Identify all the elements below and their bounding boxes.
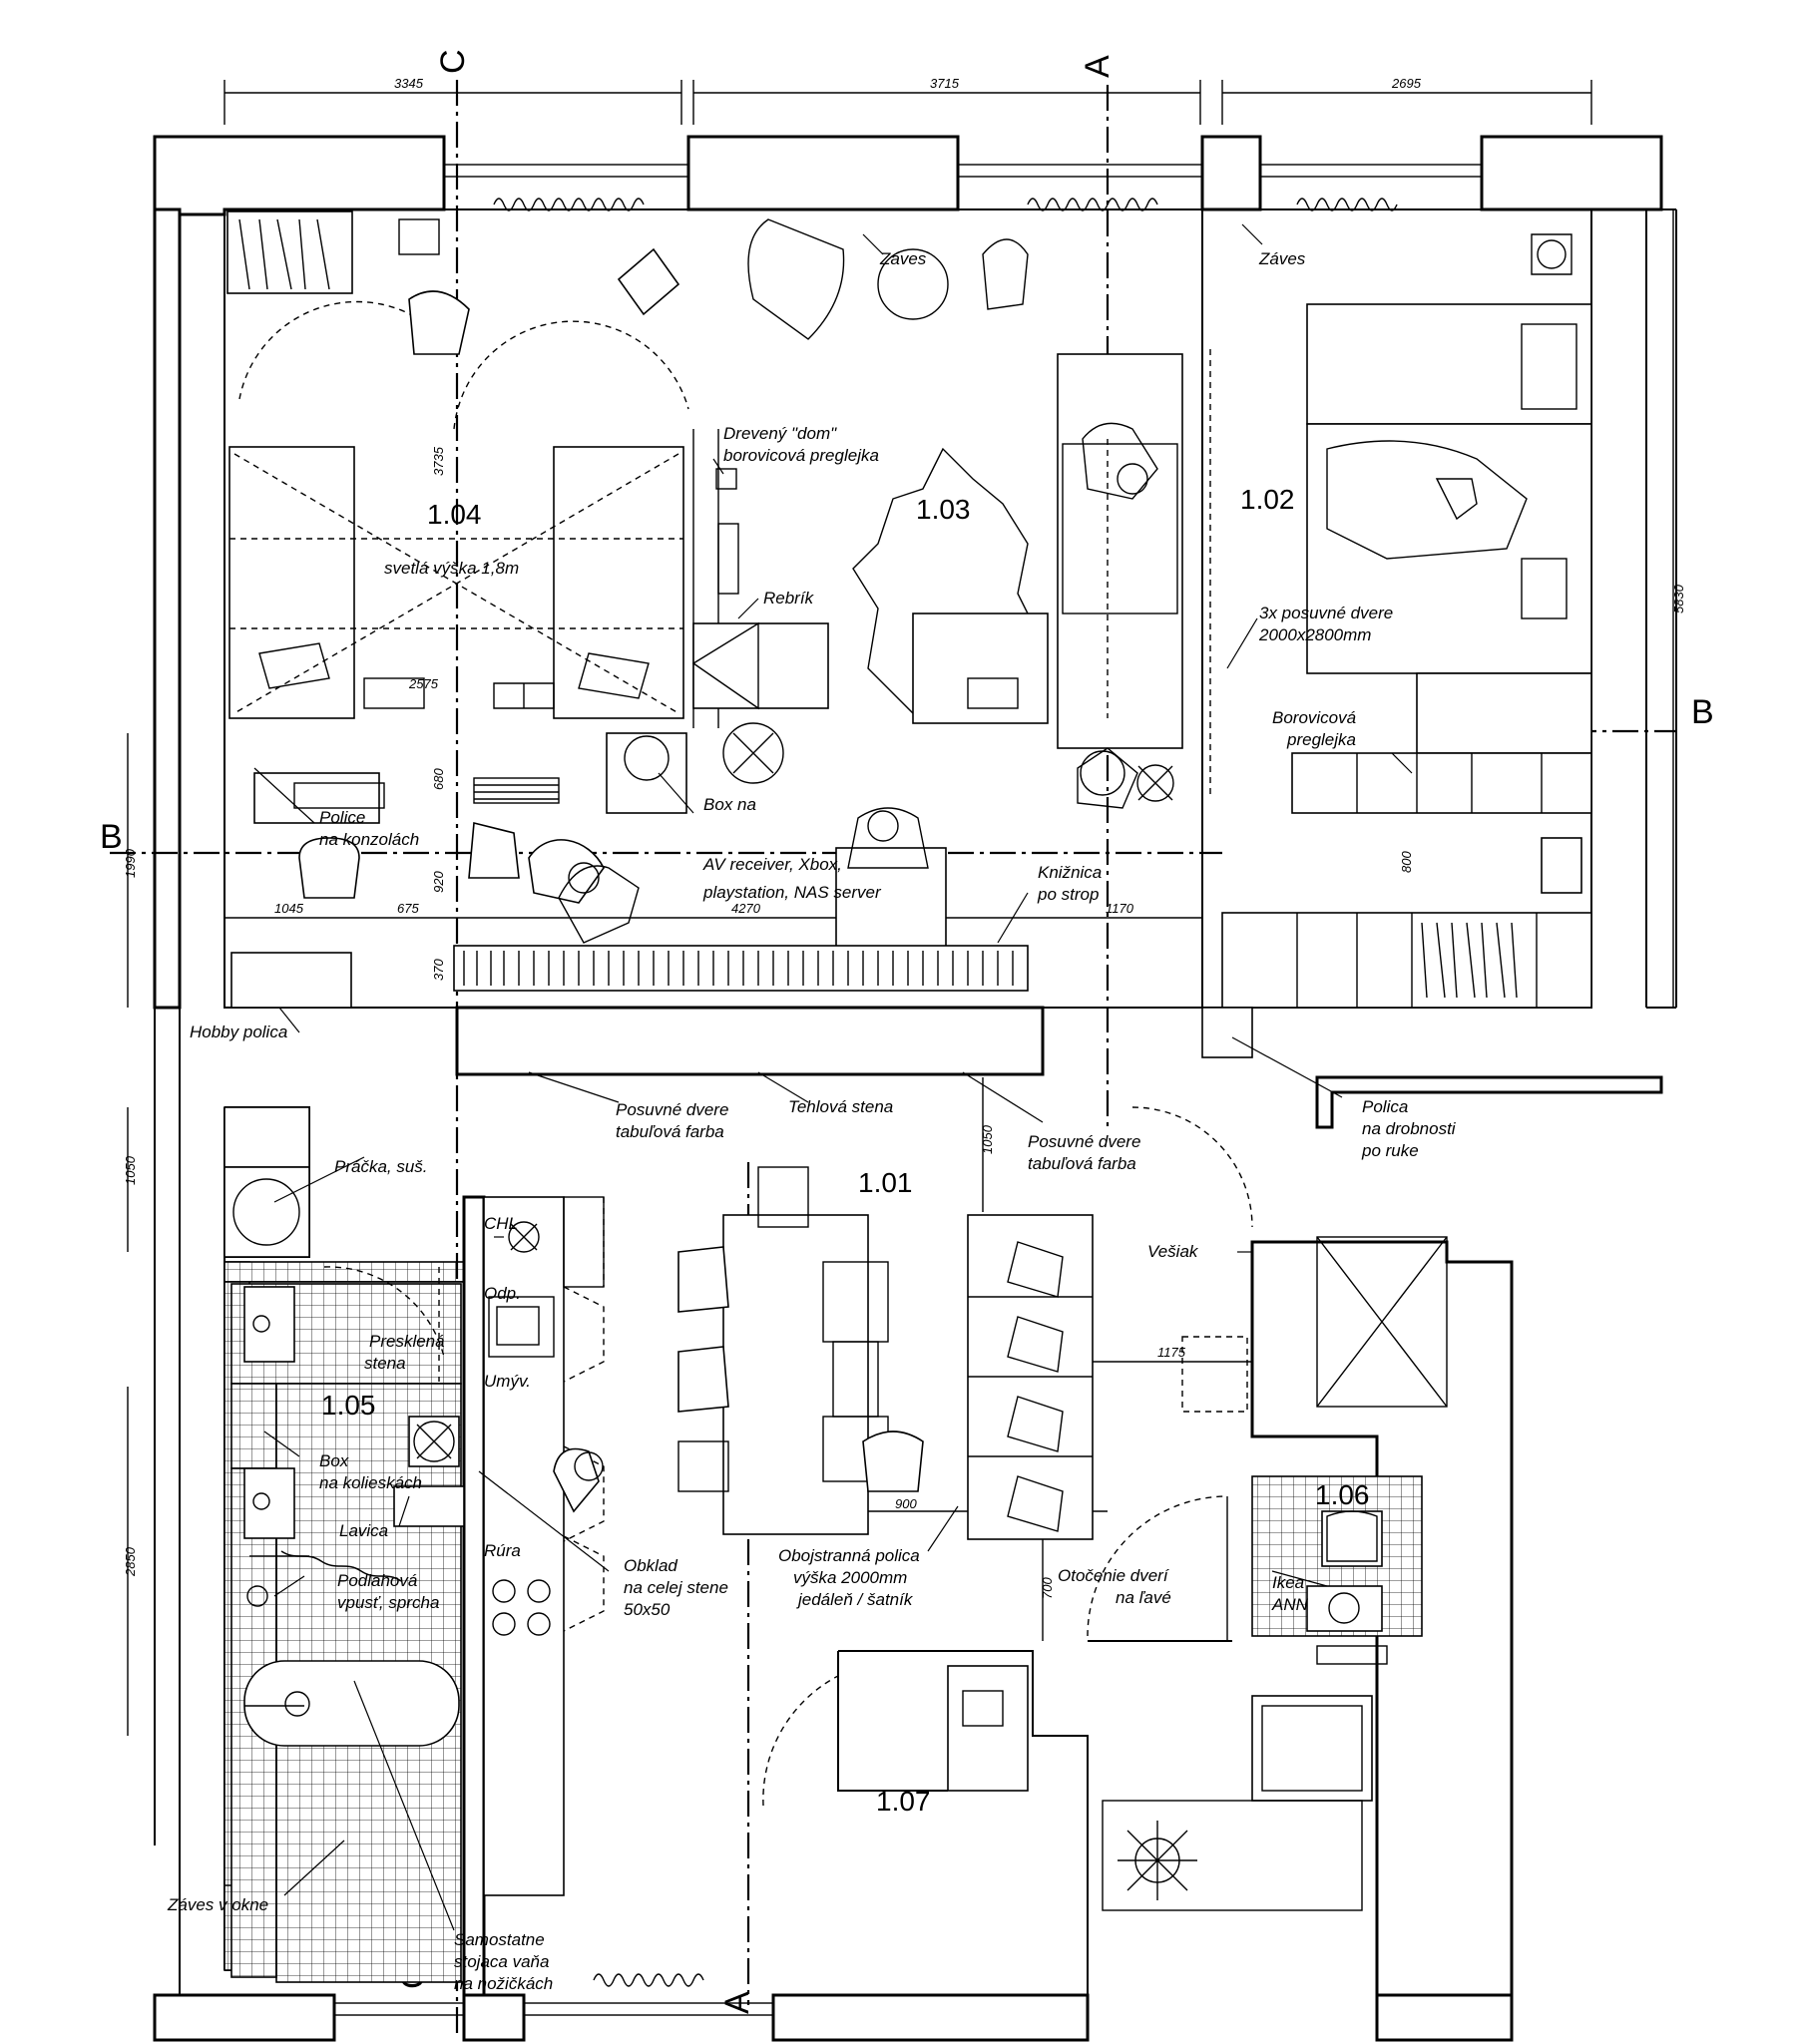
label-pracka: Práčka, suš. (334, 1157, 428, 1176)
dim-1050-mid: 1050 (980, 1124, 995, 1154)
label-borov-line2: preglejka (1286, 730, 1356, 749)
label-odp: Odp. (484, 1284, 521, 1303)
label-kniznica-line1: Knižnica (1038, 863, 1102, 882)
axis-a-top-label: A (1079, 55, 1117, 78)
small-shelf (1201, 1007, 1253, 1058)
dim-1045: 1045 (274, 901, 304, 916)
annotations: Záves Záves Drevený "dom" borovicová pre… (167, 249, 1457, 1993)
label-dom-line1: Drevený "dom" (723, 424, 837, 443)
label-podlahova-line2: vpusť, sprcha (337, 1593, 439, 1612)
axis-c-top-label: C (434, 49, 472, 74)
room-106-furniture (1251, 1475, 1423, 1665)
label-box-line3: playstation, NAS server (702, 883, 882, 902)
dim-675: 675 (397, 901, 419, 916)
label-posuvne-tab2-line1: Posuvné dvere (1028, 1132, 1140, 1151)
label-ikea-line2: ANN (1271, 1595, 1309, 1614)
label-rura: Rúra (484, 1541, 521, 1560)
label-obojstranna-line2: výška 2000mm (793, 1568, 907, 1587)
dim-4270: 4270 (731, 901, 761, 916)
label-box-kol-line2: na kolieskách (319, 1473, 422, 1492)
axis-b-right-label: B (1691, 693, 1714, 731)
axis-b-left-label: B (100, 818, 123, 856)
bookshelf (453, 945, 1029, 992)
label-zaves-1: Záves (879, 249, 927, 268)
label-posuvne-tab1-line2: tabuľová farba (616, 1122, 724, 1141)
dim-room104-height: 3735 (431, 446, 446, 476)
label-vana-line1: Samostatne (454, 1930, 545, 1949)
label-otocenie-line2: na ľavé (1116, 1588, 1171, 1607)
room-104-height-note: svetlá výška 1,8m (384, 559, 519, 578)
room-107-furniture (762, 1236, 1448, 1995)
dim-800: 800 (1399, 851, 1414, 873)
dim-top-mid: 3715 (930, 76, 960, 91)
label-polica-drob-line3: po ruke (1361, 1141, 1419, 1160)
label-box-kol-line1: Box (319, 1451, 349, 1470)
room-106-number: 1.06 (1315, 1479, 1370, 1510)
dim-right-height: 5830 (1671, 584, 1686, 613)
label-zaves-okno: Záves v okne (167, 1895, 268, 1914)
dim-920: 920 (431, 871, 446, 893)
label-posuvne-tab2-line2: tabuľová farba (1028, 1154, 1136, 1173)
label-vana-line2: stojaca vaňa (454, 1952, 549, 1971)
dim-1170: 1170 (1106, 901, 1134, 916)
room-102-furniture (1201, 209, 1592, 1009)
room-107-number: 1.07 (876, 1786, 931, 1817)
label-rebrik: Rebrík (763, 589, 815, 608)
label-obojstranna-line3: jedáleň / šatník (796, 1590, 914, 1609)
laundry (224, 1106, 310, 1258)
dim-left-2850: 2850 (123, 1546, 138, 1577)
label-zaves-2: Záves (1258, 249, 1306, 268)
dim-370: 370 (431, 959, 446, 981)
label-police-line2: na konzolách (319, 830, 419, 849)
label-kniznica-line2: po strop (1037, 885, 1099, 904)
label-ikea-line1: Ikea (1272, 1573, 1304, 1592)
label-otocenie-line1: Otočenie dverí (1058, 1566, 1170, 1585)
label-police-line1: Police (319, 808, 365, 827)
room-102-number: 1.02 (1240, 484, 1295, 515)
dim-900-2: 900 (895, 1496, 917, 1511)
dim-top-right: 2695 (1391, 76, 1422, 91)
label-box-line1: Box na (703, 795, 756, 814)
dim-top-left: 3345 (394, 76, 424, 91)
label-vana-line3: na nožičkách (454, 1974, 553, 1993)
label-polica-drob-line2: na drobnosti (1362, 1119, 1457, 1138)
room-103-number: 1.03 (916, 494, 971, 525)
label-box-line2: AV receiver, Xbox, (702, 855, 842, 874)
label-posuvne-line2: 2000x2800mm (1258, 625, 1371, 644)
axis-a-bottom-label: A (718, 1991, 756, 2014)
label-lavica: Lavica (339, 1521, 388, 1540)
dim-680: 680 (431, 768, 446, 790)
label-obklad-line1: Obklad (624, 1556, 677, 1575)
label-posuvne-tab1-line1: Posuvné dvere (616, 1100, 728, 1119)
room-104-furniture (226, 210, 689, 1009)
dim-left-1050: 1050 (123, 1155, 138, 1185)
label-presklena-line1: Presklená (369, 1332, 445, 1351)
dim-left-1990: 1990 (123, 848, 138, 878)
label-obklad-line2: na celej stene (624, 1578, 728, 1597)
label-umyv: Umýv. (484, 1372, 531, 1391)
label-obklad-line3: 50x50 (624, 1600, 671, 1619)
dim-700: 700 (1040, 1577, 1055, 1599)
label-presklena-line2: stena (364, 1354, 406, 1373)
room-104-number: 1.04 (427, 499, 482, 530)
label-obojstranna-line1: Obojstranná polica (778, 1546, 920, 1565)
label-dom-line2: borovicová preglejka (723, 446, 879, 465)
dim-1175: 1175 (1157, 1345, 1186, 1360)
label-hobby: Hobby polica (190, 1022, 287, 1041)
label-podlahova-line1: Podlahová (337, 1571, 417, 1590)
room-105-number: 1.05 (321, 1390, 376, 1421)
label-chl: CHL (484, 1214, 518, 1233)
room-101-furniture (677, 1106, 1253, 1642)
label-borov-line1: Borovicová (1272, 708, 1356, 727)
label-polica-drob-line1: Polica (1362, 1097, 1408, 1116)
room-101-number: 1.01 (858, 1167, 913, 1198)
room-105-furniture (228, 1106, 465, 1983)
label-vesiak: Vešiak (1147, 1242, 1199, 1261)
label-posuvne-line1: 3x posuvné dvere (1259, 604, 1393, 622)
room-103-furniture (558, 218, 1183, 949)
label-tehlova: Tehlová stena (788, 1097, 893, 1116)
leader-lines (253, 223, 1413, 1931)
kitchen (483, 1196, 605, 1896)
